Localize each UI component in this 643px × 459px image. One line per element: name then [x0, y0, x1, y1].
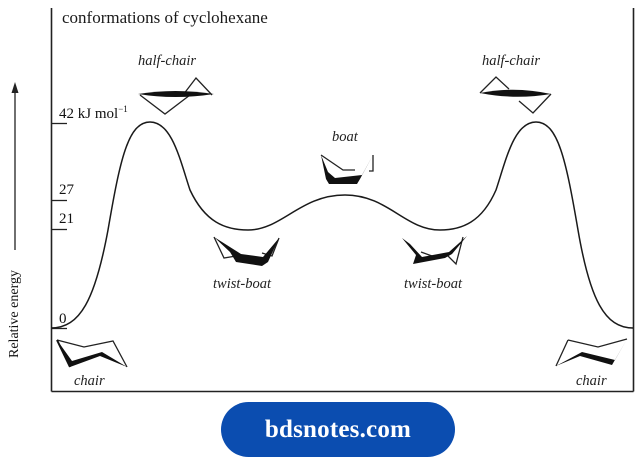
energy-level-27: 27 — [59, 182, 74, 198]
watermark-text: bdsnotes.com — [264, 415, 412, 443]
energy-level-42: 42 kJ mol−1 — [59, 104, 128, 123]
label-chair-left: chair — [74, 373, 105, 389]
half-chair-molecule-icon — [138, 76, 214, 115]
energy-diagram-canvas — [11, 8, 635, 393]
diagram-title: conformations of cyclohexane — [62, 8, 268, 27]
label-half-chair-left: half-chair — [138, 53, 196, 69]
label-chair-right: chair — [576, 373, 607, 389]
chair-molecule-icon — [56, 339, 128, 368]
y-axis-label: Relative energy — [7, 270, 22, 358]
energy-curve — [50, 121, 634, 329]
energy-level-21: 21 — [59, 211, 74, 227]
label-boat: boat — [332, 129, 358, 145]
half-chair-molecule-icon — [479, 76, 552, 114]
energy-unit: kJ mol — [77, 106, 119, 122]
energy-unit-exponent: −1 — [118, 104, 128, 114]
watermark-badge: bdsnotes.com — [221, 402, 455, 457]
label-half-chair-right: half-chair — [482, 53, 540, 69]
energy-level-0: 0 — [59, 311, 67, 327]
up-arrow-icon — [11, 82, 19, 250]
chair-molecule-icon — [555, 338, 628, 367]
energy-diagram: conformations of cyclohexane Relative en… — [7, 8, 635, 393]
energy-value: 42 — [59, 106, 74, 122]
boat-molecule-icon — [320, 154, 374, 184]
twist-boat-molecule-icon — [402, 236, 467, 266]
energy-ticks — [51, 122, 67, 330]
label-twist-boat-left: twist-boat — [213, 276, 272, 292]
label-twist-boat-right: twist-boat — [404, 276, 463, 292]
twist-boat-molecule-icon — [213, 236, 280, 266]
